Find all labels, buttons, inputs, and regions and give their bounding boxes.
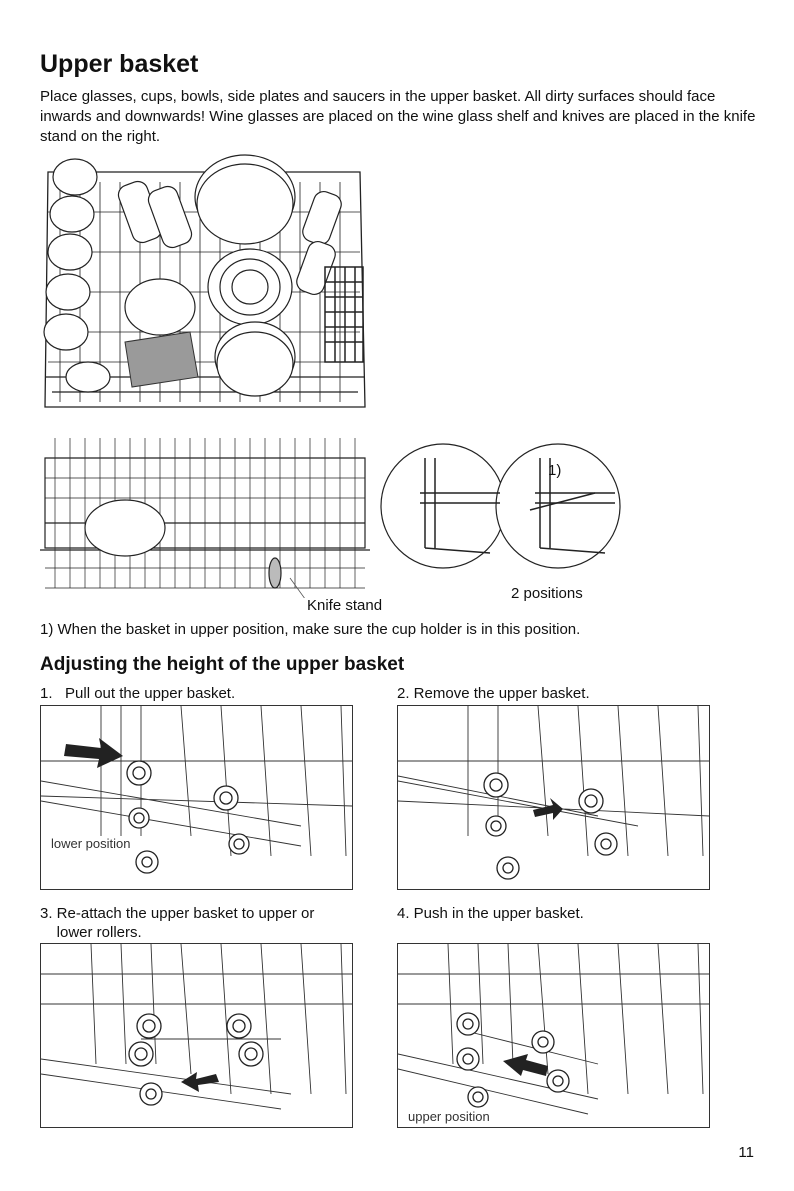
step-4-image: upper position	[397, 943, 710, 1128]
step-1-image: lower position	[40, 705, 353, 890]
knife-stand-label: Knife stand	[307, 597, 382, 614]
step-3-illustration	[41, 944, 352, 1127]
basket-side-illustration	[40, 428, 370, 598]
lower-position-label: lower position	[51, 836, 131, 851]
intro-paragraph: Place glasses, cups, bowls, side plates …	[40, 87, 765, 147]
step-3-label: 3. Re-attach the upper basket to upper o…	[40, 904, 314, 942]
step-2-label: 2. Remove the upper basket.	[397, 684, 590, 703]
step-4-illustration	[398, 944, 709, 1127]
upper-position-label: upper position	[408, 1109, 490, 1124]
loaded-basket-illustration	[40, 152, 370, 422]
page-title: Upper basket	[40, 50, 198, 79]
footnote-marker: 1)	[548, 462, 561, 479]
page-number: 11	[738, 1144, 754, 1161]
step-1-illustration	[41, 706, 352, 889]
footnote: 1) When the basket in upper position, ma…	[40, 621, 580, 638]
step-3-image	[40, 943, 353, 1128]
step-2-image	[397, 705, 710, 890]
step-4-label: 4. Push in the upper basket.	[397, 904, 584, 923]
section-subheading: Adjusting the height of the upper basket	[40, 654, 404, 676]
step-1-label: 1. Pull out the upper basket.	[40, 684, 235, 703]
cup-holder-detail-illustration	[380, 438, 625, 580]
step-2-illustration	[398, 706, 709, 889]
positions-label: 2 positions	[511, 585, 583, 602]
